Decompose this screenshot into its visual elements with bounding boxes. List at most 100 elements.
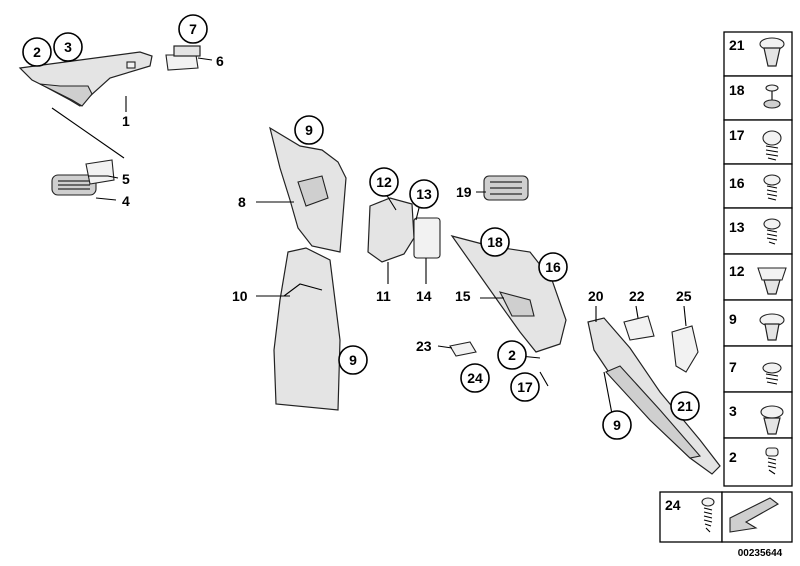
callout-16-circle (538, 252, 568, 282)
legend-label-9: 3 (729, 403, 737, 419)
legend-cell-3 (723, 119, 793, 165)
legend-label-8: 7 (729, 359, 737, 375)
callout-5: 5 (122, 171, 130, 187)
callout-7-circle (178, 14, 208, 44)
legend-label-10: 2 (729, 449, 737, 465)
fastener-icon-12 (757, 267, 787, 295)
callout-9-top: 9 (305, 122, 313, 138)
clip-part-23 (449, 341, 477, 357)
bracket-part-5 (85, 159, 115, 185)
bracket-part-11 (367, 197, 415, 263)
vent-grille-slats (58, 180, 90, 190)
callout-1: 1 (122, 113, 130, 129)
pillar-lower-part-10 (273, 247, 341, 411)
legend-label-3: 17 (729, 127, 745, 143)
legend-cell-10 (723, 437, 793, 487)
fastener-icon-18 (763, 84, 781, 109)
part-group-c-pillar (437, 175, 567, 391)
fastener-icon-3 (760, 405, 784, 435)
callout-23: 23 (416, 338, 432, 354)
pillar-trim-part-20 (587, 317, 721, 475)
pillar-panel-part-15-shade (498, 291, 535, 317)
bracket-part-25 (671, 325, 699, 373)
callout-16: 16 (545, 259, 561, 275)
callout-8: 8 (238, 194, 246, 210)
callout-21-circle (670, 391, 700, 421)
cover-part-14 (413, 217, 441, 259)
callout-9-mid: 9 (349, 352, 357, 368)
fastener-icon-17 (762, 130, 782, 161)
callout-4: 4 (122, 193, 130, 209)
callout-25: 25 (676, 288, 692, 304)
fastener-icon-2 (765, 447, 779, 475)
clip-part-6 (165, 54, 199, 71)
callout-18: 18 (487, 234, 503, 250)
part-group-center (367, 193, 441, 284)
pillar-lower-crease (283, 283, 323, 297)
legend-cell-5 (723, 207, 793, 255)
fastener-icon-16 (763, 174, 781, 201)
callout-24-circle (460, 363, 490, 393)
legend-label-6: 12 (729, 263, 745, 279)
callout-3: 3 (64, 39, 72, 55)
leader-lines-upper-left (51, 57, 213, 201)
callout-2-mid: 2 (508, 347, 516, 363)
callout-9-circle-top (294, 115, 324, 145)
clip-part-6-head (173, 45, 201, 57)
legend-label-2: 18 (729, 82, 745, 98)
callout-21: 21 (677, 398, 693, 414)
callout-9-right: 9 (613, 417, 621, 433)
callout-9-circle-mid (338, 345, 368, 375)
part-group-upper-left (18, 45, 213, 201)
fastener-icon-13 (763, 218, 781, 245)
callouts: 2 3 7 6 1 5 4 9 8 10 9 12 13 11 14 19 18… (22, 14, 700, 440)
trim-panel-part-1-shade (39, 83, 93, 107)
part-group-rear-pillar (587, 305, 721, 475)
callout-14: 14 (416, 288, 432, 304)
callout-15: 15 (455, 288, 471, 304)
callout-11: 11 (376, 288, 391, 304)
pillar-upper-part-8-shade (297, 175, 329, 207)
part-group-b-pillar (256, 126, 347, 411)
legend-label-5: 13 (729, 219, 745, 235)
fastener-icon-21 (759, 37, 785, 67)
callout-20: 20 (588, 288, 604, 304)
callout-13: 13 (416, 186, 432, 202)
callout-12: 12 (376, 174, 392, 190)
legend-label-4: 16 (729, 175, 745, 191)
pillar-trim-part-20-edge (605, 365, 702, 459)
vent-grille-19-slats (490, 181, 522, 195)
legend-cell-9 (723, 391, 793, 439)
screw-24-label: 24 (665, 497, 681, 513)
callout-12-circle (369, 167, 399, 197)
leader-lines-c-pillar (437, 191, 549, 391)
callout-13-circle (409, 179, 439, 209)
direction-arrow-icon (729, 497, 780, 533)
callout-17-circle (510, 372, 540, 402)
leader-lines-b-pillar (256, 201, 294, 297)
legend-label-1: 21 (729, 37, 745, 53)
fastener-legend: 21 18 17 16 13 12 9 7 3 2 (723, 31, 793, 487)
clip-part-22 (623, 315, 655, 341)
fastener-icon-7 (762, 362, 782, 385)
callout-17: 17 (517, 379, 533, 395)
callout-22: 22 (629, 288, 645, 304)
callout-6: 6 (216, 53, 224, 69)
screw-icon-24 (701, 497, 715, 533)
callout-24: 24 (467, 370, 483, 386)
callout-2: 2 (33, 44, 41, 60)
legend-label-7: 9 (729, 311, 737, 327)
callout-2-circle (22, 37, 52, 67)
callout-9-circle-right (602, 410, 632, 440)
callout-7: 7 (189, 21, 197, 37)
fastener-icon-9 (759, 313, 785, 341)
leader-lines-center (385, 193, 427, 284)
callout-3-circle (53, 32, 83, 62)
trim-clip-slot (126, 61, 136, 69)
callout-2-circle-mid (497, 340, 527, 370)
callout-19: 19 (456, 184, 472, 200)
bottom-boxes: 24 00235644 (659, 491, 793, 559)
callout-18-circle (480, 227, 510, 257)
leader-lines-rear-pillar (595, 305, 687, 415)
